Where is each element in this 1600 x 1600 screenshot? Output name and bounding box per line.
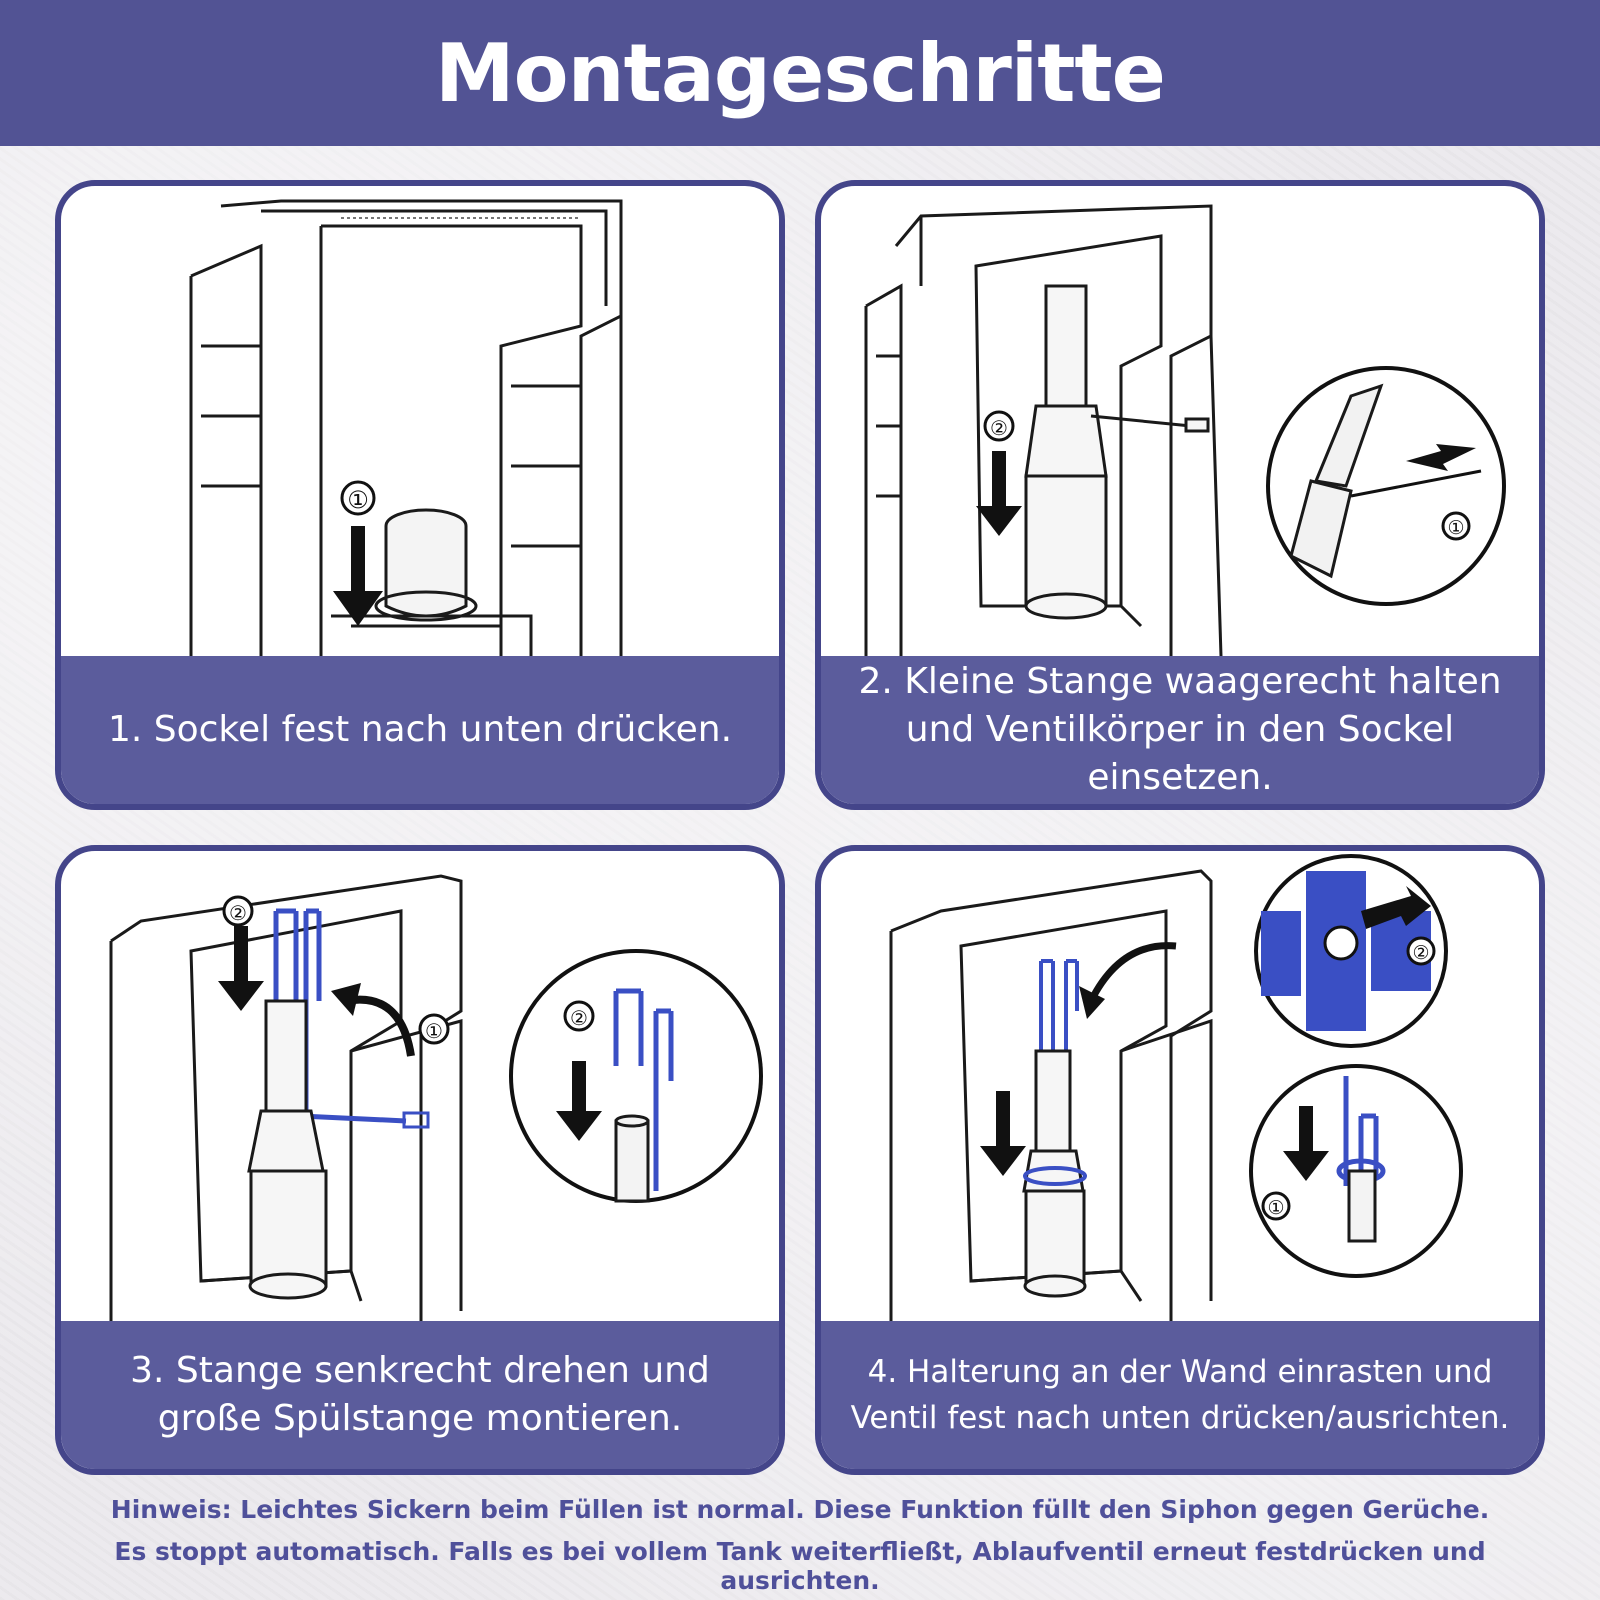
down-arrow-icon <box>1283 1106 1329 1181</box>
marker-2: ② <box>570 1006 588 1030</box>
marker-1: ① <box>1267 1197 1284 1219</box>
detail-zoom-circle: ① <box>1266 366 1506 606</box>
step-3-illustration: ② ① ② <box>109 874 763 1321</box>
step-1-caption: 1. Sockel fest nach unten drücken. <box>61 656 779 804</box>
marker-1: ① <box>425 1019 443 1043</box>
marker-1: ① <box>347 486 369 514</box>
header-banner: Montageschritte <box>0 0 1600 146</box>
detail-zoom-circle-top: ② <box>1254 854 1448 1048</box>
down-arrow-icon <box>218 926 264 1011</box>
step-panel-4: ② ① 4. Halterung an der Wand einrasten u… <box>815 845 1545 1475</box>
detail-zoom-circle-bottom: ① <box>1249 1064 1463 1278</box>
marker-2: ② <box>1412 942 1429 964</box>
page-title: Montageschritte <box>435 26 1166 120</box>
detail-zoom-circle: ② <box>509 949 763 1203</box>
down-arrow-icon <box>980 1091 1026 1176</box>
marker-2: ② <box>990 416 1008 440</box>
down-arrow-icon <box>976 451 1022 536</box>
step-1-illustration: ① <box>189 199 623 656</box>
down-arrow-icon <box>333 526 383 626</box>
step-4-caption: 4. Halterung an der Wand einrasten und V… <box>821 1321 1539 1469</box>
step-panel-2: ② ① 2. Kleine Stange waagerecht halten u… <box>815 180 1545 810</box>
down-arrow-icon <box>556 1061 602 1141</box>
step-2-caption: 2. Kleine Stange waagerecht halten und V… <box>821 656 1539 804</box>
marker-2: ② <box>229 901 247 925</box>
step-3-caption: 3. Stange senkrecht drehen und große Spü… <box>61 1321 779 1469</box>
step-panel-3: ② ① ② 3. Stange senkrecht drehen und gro… <box>55 845 785 1475</box>
marker-1: ① <box>1447 517 1464 539</box>
step-panel-1: ① 1. Sockel fest nach unten drücken. <box>55 180 785 810</box>
curved-arrow-icon <box>1087 942 1177 1003</box>
rotate-arrow-icon <box>345 995 415 1057</box>
step-4-illustration: ② ① <box>889 854 1463 1321</box>
note-line-2: Es stoppt automatisch. Falls es bei voll… <box>114 1537 1486 1595</box>
step-2-illustration: ② ① <box>864 204 1506 656</box>
note-line-1: Hinweis: Leichtes Sickern beim Füllen is… <box>110 1495 1490 1524</box>
